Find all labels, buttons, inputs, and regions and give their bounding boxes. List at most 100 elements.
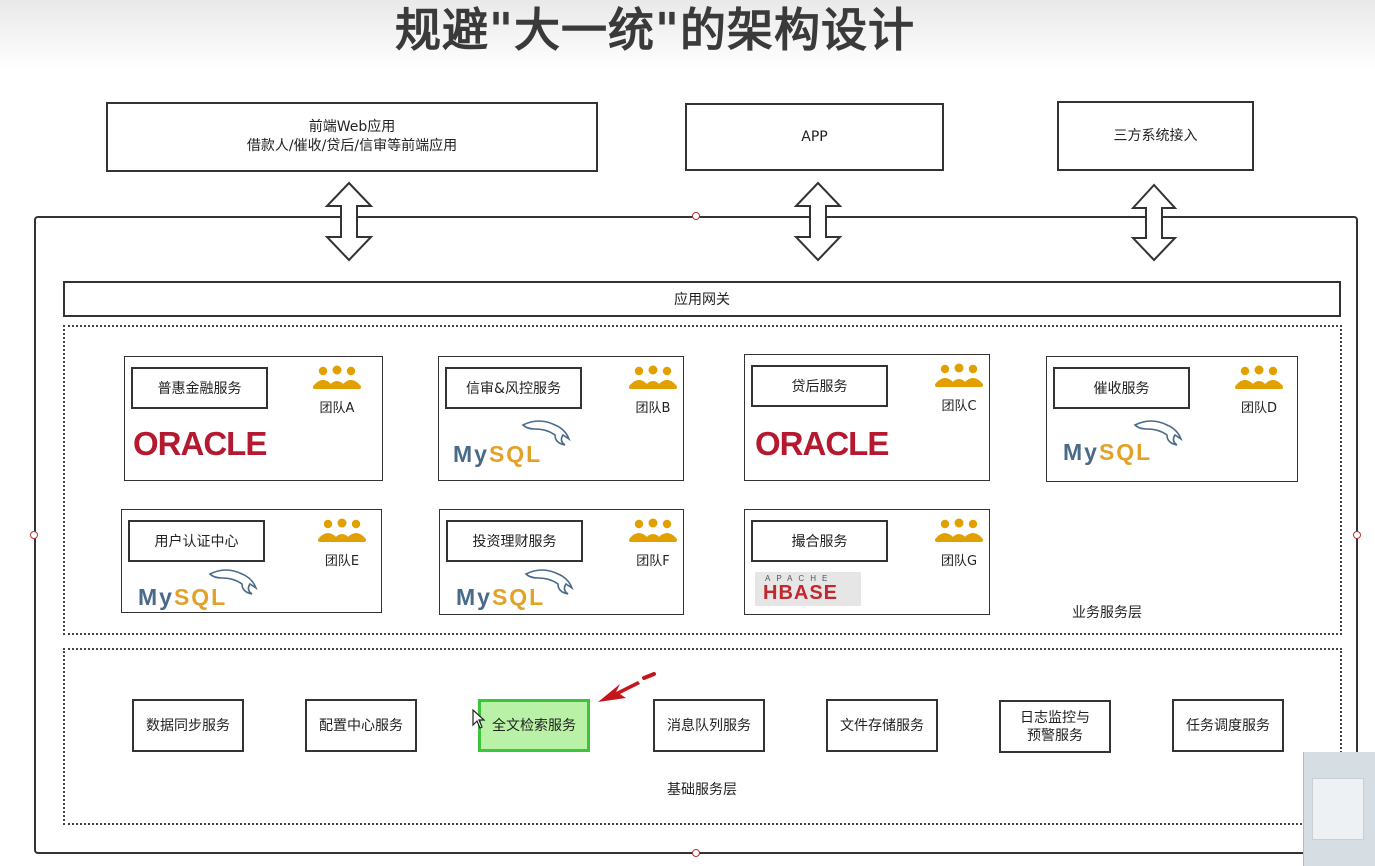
service-card-f: 投资理财服务 团队F MySQL <box>439 509 684 615</box>
base-service-file-storage: 文件存储服务 <box>826 699 938 752</box>
video-thumbnail-inner <box>1312 778 1364 840</box>
mysql-logo-sql: SQL <box>491 584 546 610</box>
client-app: APP <box>685 103 944 171</box>
hbase-logo-name: HBASE <box>763 582 839 604</box>
base-service-log-monitor: 日志监控与预警服务 <box>999 700 1111 753</box>
team-badge: 团队F <box>623 518 683 569</box>
team-badge: 团队A <box>307 365 367 416</box>
video-thumbnail <box>1303 752 1375 866</box>
team-badge: 团队D <box>1229 365 1289 416</box>
team-badge: 团队B <box>623 365 683 416</box>
base-layer-label: 基础服务层 <box>667 782 737 798</box>
double-arrow-app <box>793 181 843 262</box>
mysql-logo: MySQL <box>453 441 542 468</box>
mysql-logo-my: My <box>1063 439 1099 465</box>
team-badge: 团队C <box>929 363 989 414</box>
mysql-logo: MySQL <box>138 584 227 611</box>
service-name: 投资理财服务 <box>472 534 557 550</box>
mysql-logo-sql: SQL <box>1098 439 1153 465</box>
oracle-logo: ORACLE <box>133 425 267 462</box>
hbase-logo: APACHE HBASE <box>755 572 861 606</box>
dolphin-icon <box>521 420 571 446</box>
service-card-g: 撮合服务 团队G APACHE HBASE <box>744 509 990 615</box>
service-name-box: 信审&风控服务 <box>445 367 582 409</box>
base-service-config-center: 配置中心服务 <box>305 699 417 752</box>
annotation-arrow-icon <box>598 672 656 702</box>
oracle-logo: ORACLE <box>755 425 889 462</box>
base-service-name: 配置中心服务 <box>319 717 403 734</box>
title-background <box>0 0 1375 70</box>
team-badge: 团队G <box>929 518 989 569</box>
team-label: 团队E <box>324 554 360 569</box>
service-card-c: 贷后服务 团队C ORACLE <box>744 354 990 481</box>
base-service-name: 文件存储服务 <box>840 717 924 734</box>
business-service-layer <box>63 325 1342 635</box>
team-label: 团队D <box>1240 401 1277 416</box>
mysql-logo: MySQL <box>1063 439 1152 466</box>
page-title: 规避"大一统"的架构设计 <box>395 3 915 57</box>
team-icon <box>629 518 677 542</box>
client-third-party: 三方系统接入 <box>1057 101 1254 171</box>
client-web-app-line1: 前端Web应用 <box>308 119 396 135</box>
mysql-logo-my: My <box>453 441 489 467</box>
hbase-logo-apache: APACHE <box>765 574 834 583</box>
frame-handle-left[interactable] <box>30 531 38 539</box>
dolphin-icon <box>524 569 574 595</box>
client-web-app: 前端Web应用 借款人/催收/贷后/信审等前端应用 <box>106 102 598 172</box>
team-label: 团队F <box>636 554 670 569</box>
service-card-e: 用户认证中心 团队E MySQL <box>121 509 382 613</box>
mysql-logo-sql: SQL <box>488 441 543 467</box>
service-name: 信审&风控服务 <box>466 381 561 397</box>
dolphin-icon <box>208 569 258 595</box>
service-name-box: 用户认证中心 <box>128 520 265 562</box>
client-third-party-label: 三方系统接入 <box>1113 127 1198 144</box>
frame-handle-bottom[interactable] <box>692 849 700 857</box>
base-service-task-scheduler: 任务调度服务 <box>1172 699 1284 752</box>
base-service-data-sync: 数据同步服务 <box>132 699 244 752</box>
mysql-logo-my: My <box>456 584 492 610</box>
base-service-name: 任务调度服务 <box>1186 717 1270 734</box>
team-icon <box>318 518 366 542</box>
service-card-a: 普惠金融服务 团队A ORACLE <box>124 356 383 481</box>
service-card-b: 信审&风控服务 团队B MySQL <box>438 356 684 481</box>
mysql-logo-my: My <box>138 584 174 610</box>
service-name-box: 普惠金融服务 <box>131 367 268 409</box>
base-service-name: 日志监控与预警服务 <box>1020 709 1090 744</box>
frame-handle-right[interactable] <box>1353 531 1361 539</box>
client-web-app-line2: 借款人/催收/贷后/信审等前端应用 <box>246 138 458 154</box>
base-service-layer <box>63 648 1342 825</box>
app-gateway-label: 应用网关 <box>674 292 730 308</box>
mysql-logo: MySQL <box>456 584 545 611</box>
team-badge: 团队E <box>312 518 372 569</box>
team-icon <box>1235 365 1283 389</box>
base-service-name: 消息队列服务 <box>667 717 751 734</box>
service-name: 催收服务 <box>1093 381 1150 397</box>
base-service-message-queue: 消息队列服务 <box>653 699 765 752</box>
service-name-box: 贷后服务 <box>751 365 888 407</box>
team-icon <box>935 518 983 542</box>
team-icon <box>629 365 677 389</box>
base-service-full-text-search[interactable]: 全文检索服务 <box>478 699 590 752</box>
frame-handle-top[interactable] <box>692 212 700 220</box>
service-name-box: 催收服务 <box>1053 367 1190 409</box>
service-name: 用户认证中心 <box>154 534 239 550</box>
service-name-box: 撮合服务 <box>751 520 888 562</box>
service-name: 贷后服务 <box>791 379 848 395</box>
business-layer-label: 业务服务层 <box>1072 605 1142 621</box>
double-arrow-web <box>324 181 374 262</box>
team-label: 团队G <box>940 554 978 569</box>
team-icon <box>935 363 983 387</box>
team-icon <box>313 365 361 389</box>
team-label: 团队C <box>941 399 977 414</box>
team-label: 团队A <box>319 401 355 416</box>
base-service-name: 数据同步服务 <box>146 717 230 734</box>
client-app-label: APP <box>801 128 828 145</box>
team-label: 团队B <box>635 401 671 416</box>
dolphin-icon <box>1133 420 1183 446</box>
double-arrow-third-party <box>1130 183 1178 262</box>
app-gateway: 应用网关 <box>63 281 1341 317</box>
service-name-box: 投资理财服务 <box>446 520 583 562</box>
base-service-name: 全文检索服务 <box>492 717 576 734</box>
mysql-logo-sql: SQL <box>173 584 228 610</box>
